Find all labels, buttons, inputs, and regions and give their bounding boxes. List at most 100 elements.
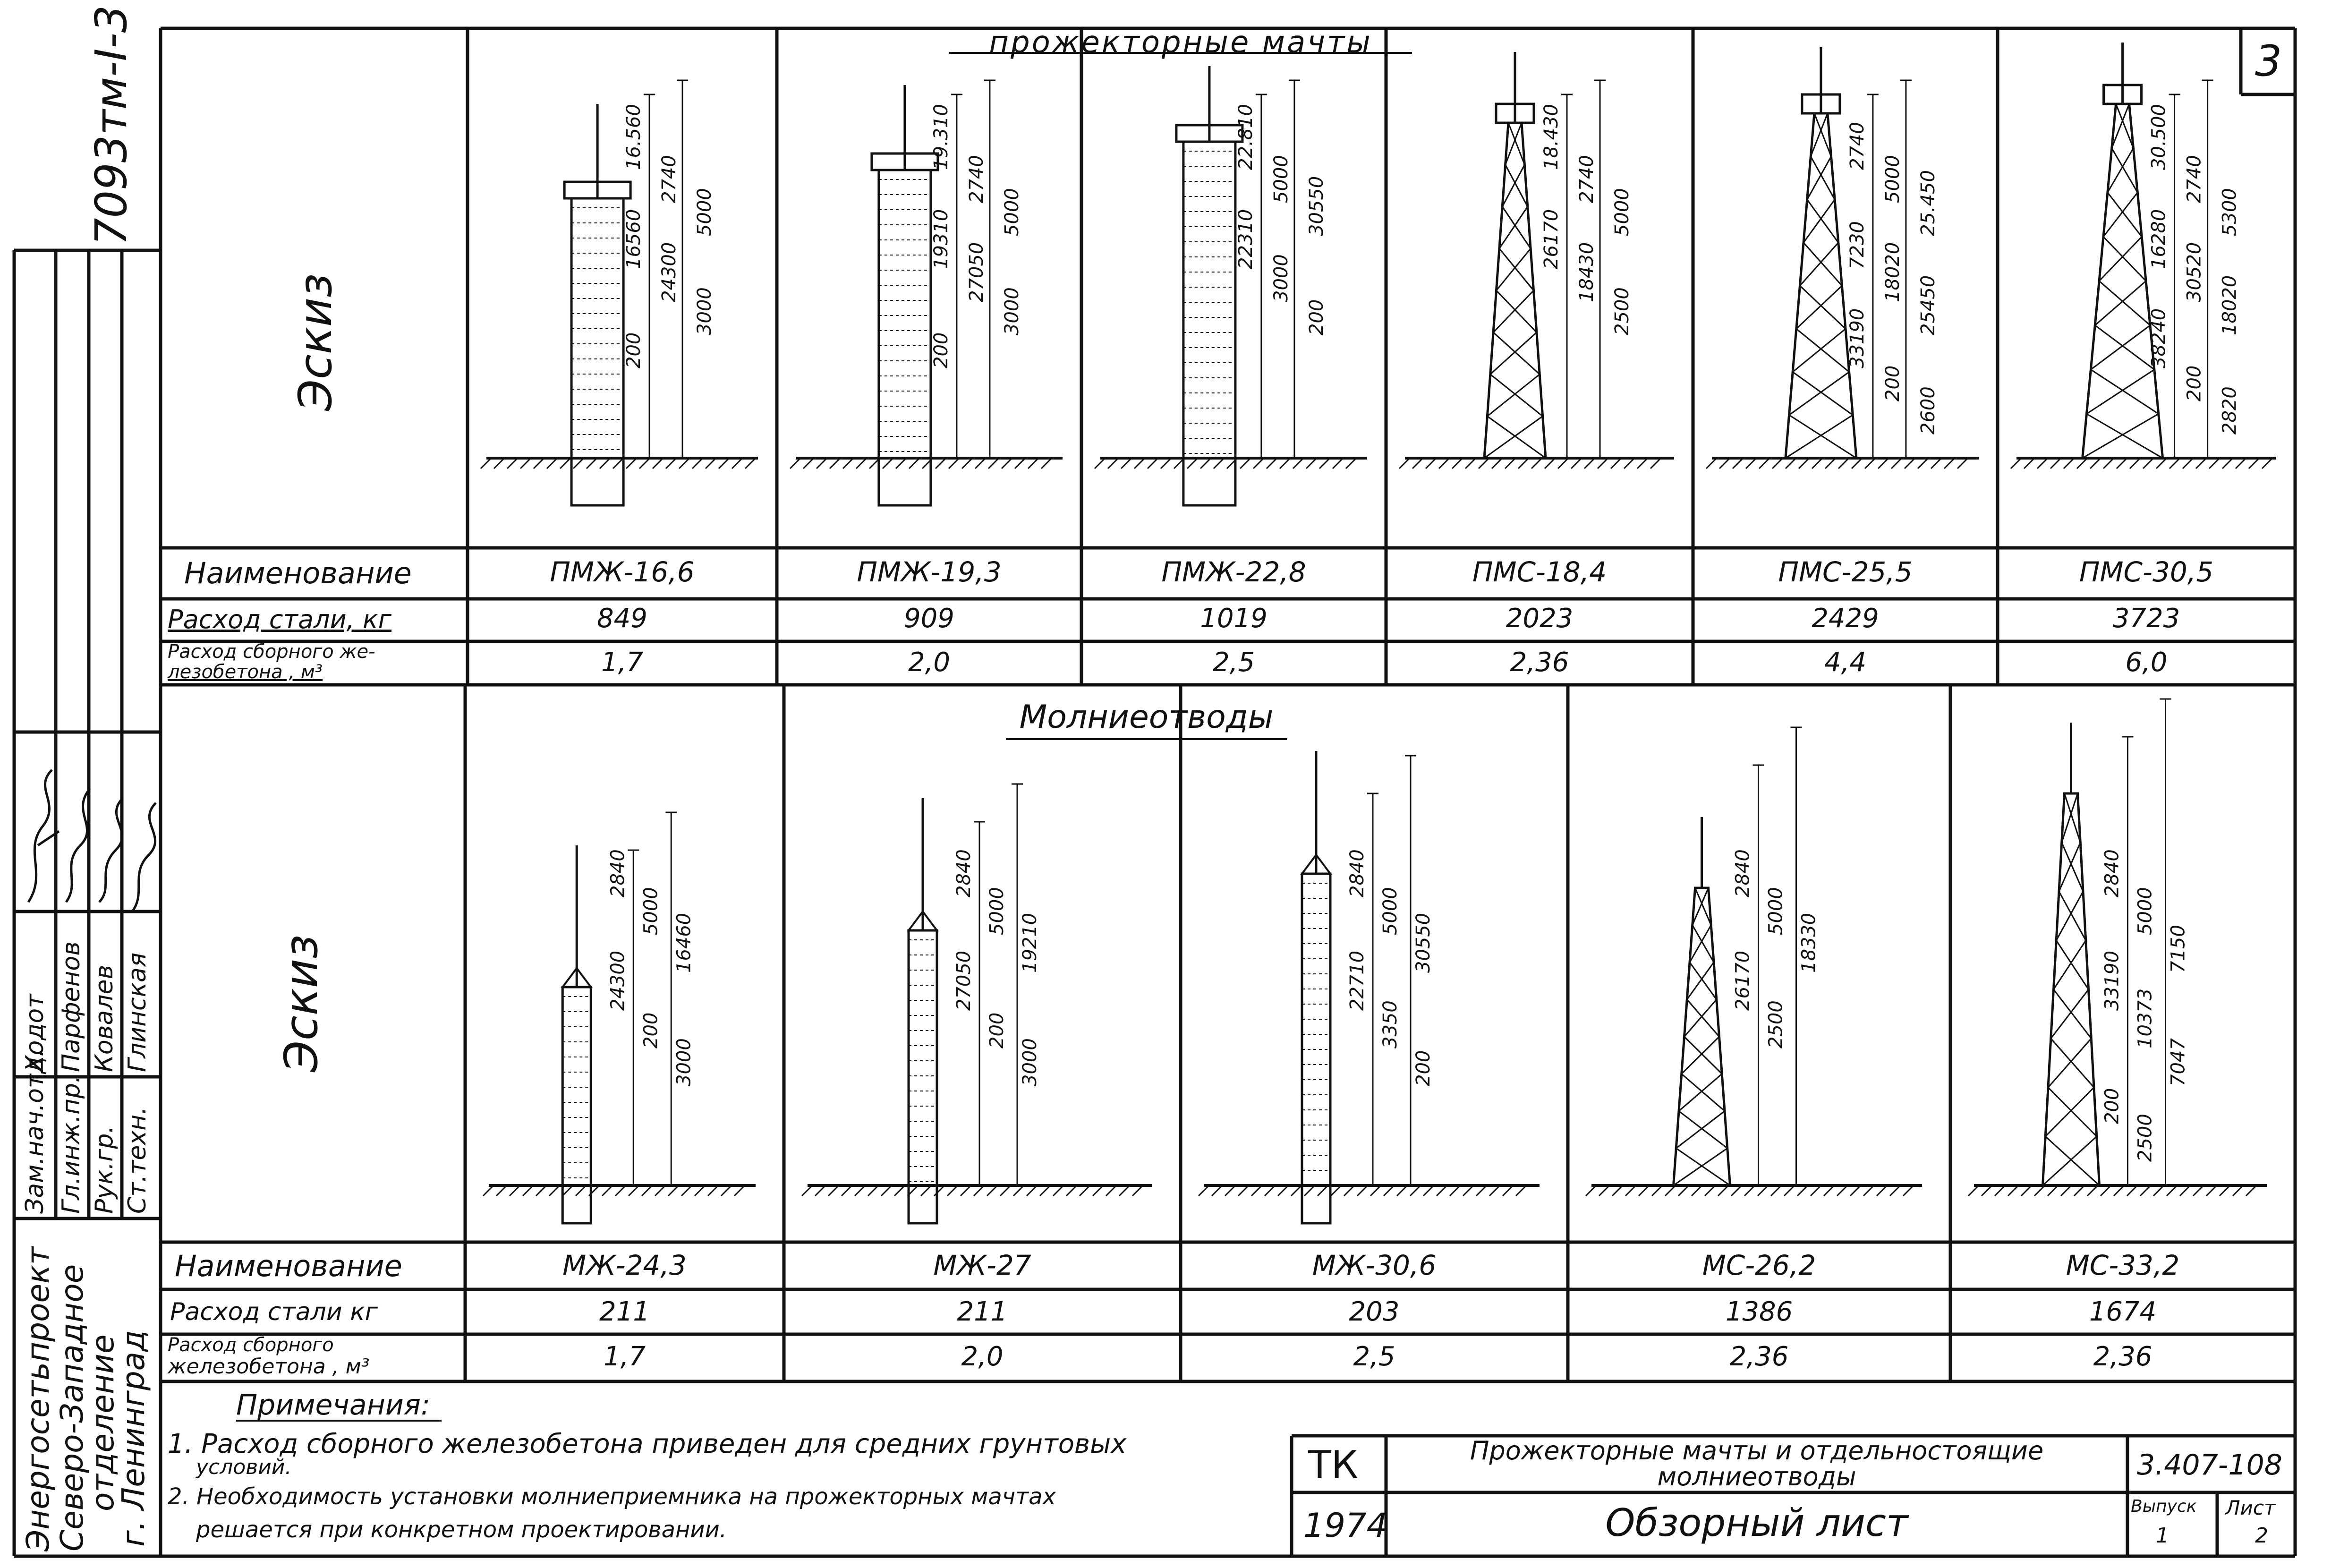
ground-hatch bbox=[1305, 457, 1318, 469]
floodlight-platform bbox=[1175, 124, 1244, 143]
ground-hatch bbox=[1120, 457, 1132, 469]
ground-hatch bbox=[1585, 1185, 1597, 1197]
ground-hatch bbox=[1583, 457, 1596, 469]
lattice-brace bbox=[1496, 290, 1537, 333]
bottom-item-steel: 211 bbox=[957, 1296, 1008, 1327]
ground-hatch bbox=[1745, 457, 1757, 469]
ground-hatch bbox=[829, 457, 841, 469]
dimension-label: 30550 bbox=[1412, 913, 1434, 973]
ground-hatch bbox=[895, 457, 907, 469]
title-sheet-title: Обзорный лист bbox=[1605, 1501, 1908, 1545]
ground-hatch bbox=[2245, 1185, 2257, 1197]
ground-hatch bbox=[827, 1185, 840, 1197]
top-row-label-name: Наименование bbox=[184, 556, 412, 590]
bottom-item-name: МЖ-27 bbox=[933, 1249, 1031, 1281]
ground-hatch bbox=[572, 457, 585, 469]
dimension-label: 2500 bbox=[1611, 287, 1633, 335]
bottom-item-steel: 1674 bbox=[2089, 1296, 2157, 1327]
dimension-label: 2840 bbox=[1732, 849, 1754, 897]
lattice-brace bbox=[1684, 999, 1717, 1037]
lattice-brace bbox=[1676, 1110, 1725, 1149]
ground-hatch bbox=[841, 1185, 853, 1197]
ground-hatch bbox=[1345, 457, 1357, 469]
ground-hatch bbox=[1770, 1185, 1782, 1197]
ground-hatch bbox=[1040, 457, 1053, 469]
dimension-label: 3000 bbox=[1270, 254, 1292, 302]
ground-hatch bbox=[1251, 1185, 1263, 1197]
ground-hatch bbox=[1213, 457, 1225, 469]
ground-hatch bbox=[882, 457, 894, 469]
dimension-label: 3000 bbox=[673, 1038, 695, 1086]
top-item-concrete: 6,0 bbox=[2125, 647, 2168, 678]
ground-hatch bbox=[1451, 457, 1463, 469]
ground-hatch bbox=[2116, 457, 2128, 469]
title-year: 1974 bbox=[1303, 1506, 1388, 1545]
dimension-label: 7047 bbox=[2168, 1038, 2189, 1086]
ground-hatch bbox=[561, 1185, 574, 1197]
dimension-label: 10373 bbox=[2135, 989, 2156, 1048]
ground-hatch bbox=[678, 457, 690, 469]
ground-hatch bbox=[1039, 1185, 1051, 1197]
top-item-name: ПМЖ-16,6 bbox=[550, 556, 695, 588]
floodlight-platform bbox=[870, 152, 939, 171]
ground-hatch bbox=[1517, 457, 1530, 469]
lattice-brace bbox=[2047, 1087, 2097, 1137]
ground-hatch bbox=[482, 1185, 494, 1197]
lattice-brace bbox=[1785, 414, 1854, 459]
sig-name-4: Глинская bbox=[123, 952, 152, 1072]
ground-hatch bbox=[599, 457, 611, 469]
dimension-label: 5000 bbox=[1882, 155, 1904, 203]
ground-hatch bbox=[2010, 457, 2022, 469]
ground-hatch bbox=[1930, 457, 1942, 469]
ground-hatch bbox=[1864, 457, 1876, 469]
ground-hatch bbox=[1570, 457, 1582, 469]
lattice-brace bbox=[1788, 371, 1850, 416]
dimension-label: 30550 bbox=[1306, 176, 1327, 236]
dimension-label: 5000 bbox=[1765, 887, 1787, 935]
ground-hatch bbox=[1198, 1185, 1210, 1197]
lattice-brace bbox=[1507, 122, 1525, 165]
ground-hatch bbox=[1876, 1185, 1888, 1197]
ground-hatch bbox=[2139, 1185, 2152, 1197]
lattice-brace bbox=[2094, 280, 2147, 326]
ground-hatch bbox=[1239, 457, 1251, 469]
dimension-label: 22.810 bbox=[1235, 104, 1257, 170]
ground-hatch bbox=[855, 457, 868, 469]
ground-hatch bbox=[1489, 1185, 1501, 1197]
lattice-brace bbox=[2090, 324, 2151, 370]
lattice-brace bbox=[1803, 199, 1836, 243]
ground-hatch bbox=[1636, 457, 1649, 469]
ground-hatch bbox=[880, 1185, 893, 1197]
ground-hatch bbox=[1303, 1185, 1316, 1197]
top-sketch-label: Эскиз bbox=[289, 273, 342, 411]
dimension-label: 18020 bbox=[2219, 275, 2241, 335]
note-line-2b: решается при конкретном проектировании. bbox=[196, 1517, 727, 1543]
org-line-3: отделение bbox=[85, 1334, 121, 1511]
dimension-label: 18020 bbox=[1882, 242, 1904, 302]
lattice-brace bbox=[2111, 147, 2138, 193]
ground-hatch bbox=[1771, 457, 1784, 469]
ground-hatch bbox=[1967, 1185, 1980, 1197]
dimension-label: 200 bbox=[2101, 1088, 2123, 1124]
bottom-item-steel: 1386 bbox=[1725, 1296, 1793, 1327]
top-item-steel: 3723 bbox=[2112, 603, 2180, 634]
top-item-steel: 1019 bbox=[1200, 603, 1268, 634]
lattice-brace bbox=[1505, 164, 1529, 207]
dimension-label: 27050 bbox=[953, 951, 975, 1011]
ground-hatch bbox=[1811, 457, 1823, 469]
ground-hatch bbox=[1597, 457, 1609, 469]
lattice-brace bbox=[2094, 324, 2155, 370]
dimension-label: 7230 bbox=[1846, 221, 1868, 269]
top-item-steel: 2429 bbox=[1812, 603, 1879, 634]
sig-role-4: Ст.техн. bbox=[123, 1107, 152, 1214]
ground-hatch bbox=[1133, 457, 1146, 469]
ground-hatch bbox=[1824, 457, 1837, 469]
top-item-steel: 909 bbox=[904, 603, 954, 634]
lattice-brace bbox=[2061, 842, 2084, 892]
lattice-brace bbox=[2086, 369, 2155, 415]
dimension-label: 16.560 bbox=[623, 104, 645, 170]
ground-hatch bbox=[1105, 1185, 1117, 1197]
ground-hatch bbox=[2047, 1185, 2059, 1197]
ground-hatch bbox=[1544, 457, 1556, 469]
dimension-label: 7150 bbox=[2168, 925, 2189, 973]
